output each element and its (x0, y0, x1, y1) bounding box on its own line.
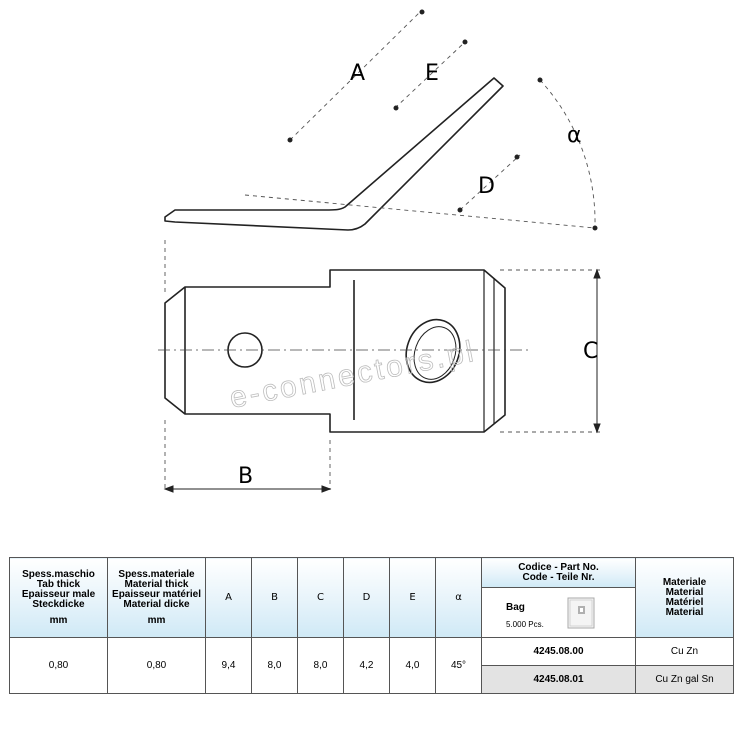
label-b: B (238, 464, 253, 489)
bag-icon (567, 597, 595, 629)
bag-quantity: 5.000 Pcs. (506, 620, 544, 629)
value-e: 4,0 (389, 637, 436, 694)
watermark-text: e-connectors.pl (227, 335, 479, 415)
tick-e-bottom (393, 105, 399, 111)
value-a: 9,4 (205, 637, 252, 694)
tick-a-bottom (287, 137, 293, 143)
screw-hole (405, 318, 461, 384)
bag-label: Bag (506, 602, 525, 613)
part-code-2: 4245.08.01 (481, 665, 636, 694)
label-a: A (350, 61, 365, 86)
label-d: D (478, 174, 495, 199)
technical-drawing: A E D α C B e-connectors.pl (158, 9, 601, 493)
tick-d-bottom (457, 207, 463, 213)
arrow-c-bottom (593, 423, 601, 434)
tick-a-top (419, 9, 425, 15)
tick-alpha-start (537, 77, 543, 83)
value-c: 8,0 (297, 637, 344, 694)
screw-hole-inner (413, 326, 457, 380)
value-material-thick: 0,80 (107, 637, 206, 694)
header-part-no: Codice - Part No. Code - Teile Nr. (481, 557, 636, 588)
header-a: A (205, 557, 252, 638)
value-b: 8,0 (251, 637, 298, 694)
arrow-c-top (593, 268, 601, 279)
ext-line-a (289, 11, 421, 141)
arrow-b-left (163, 485, 174, 493)
header-c: C (297, 557, 344, 638)
value-tab-thick: 0,80 (9, 637, 108, 694)
value-d: 4,2 (343, 637, 390, 694)
ext-line-e (394, 41, 466, 109)
label-c: C (583, 339, 598, 364)
part-code-1: 4245.08.00 (481, 637, 636, 666)
label-alpha: α (567, 123, 582, 148)
material-2: Cu Zn gal Sn (635, 665, 734, 694)
label-e: E (425, 61, 439, 86)
header-e: E (389, 557, 436, 638)
header-d: D (343, 557, 390, 638)
value-alpha: 45° (435, 637, 482, 694)
tick-d-top (514, 154, 520, 160)
tick-e-top (462, 39, 468, 45)
header-material-thick: Spess.materiale Material thick Epaisseur… (107, 557, 206, 638)
material-1: Cu Zn (635, 637, 734, 666)
spec-table: Spess.maschio Tab thick Epaisseur male S… (9, 557, 734, 694)
tick-alpha-end (592, 225, 598, 231)
header-bag: Bag 5.000 Pcs. (481, 587, 636, 638)
alpha-base-line (244, 194, 596, 229)
header-material: Materiale Material Matériel Material (635, 557, 734, 638)
ext-line-d (459, 154, 521, 211)
alpha-arc (539, 79, 596, 226)
header-alpha: α (435, 557, 482, 638)
arrow-b-right (321, 485, 332, 493)
header-tab-thick: Spess.maschio Tab thick Epaisseur male S… (9, 557, 108, 638)
header-b: B (251, 557, 298, 638)
tab-side-profile (164, 77, 504, 231)
